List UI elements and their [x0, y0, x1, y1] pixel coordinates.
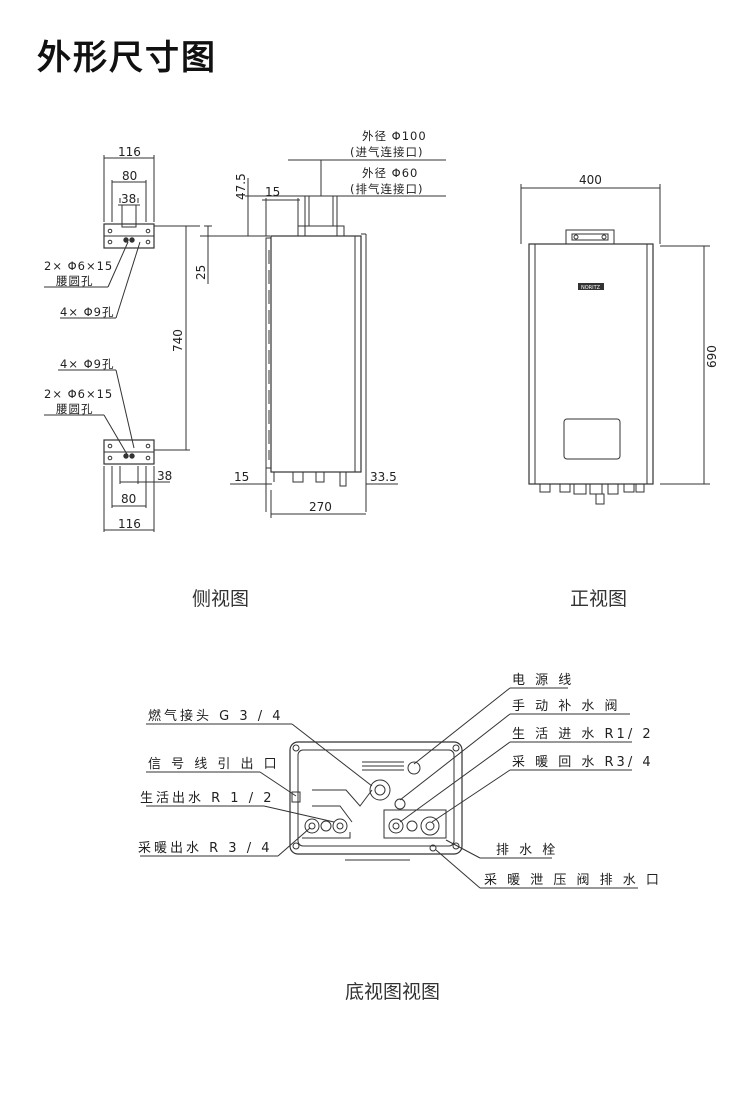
label-domestic-water-in: 生 活 进 水 R1/ 2	[512, 727, 654, 742]
top-bracket	[103, 155, 200, 249]
slot-label-bottom-1: 2× Φ6×15	[44, 387, 113, 401]
label-gas-connector: 燃气接头 G 3 / 4	[148, 708, 284, 724]
label-domestic-water-out: 生活出水 R 1 / 2	[140, 791, 274, 806]
front-view	[520, 184, 710, 505]
dim-15-top: 15	[265, 185, 280, 199]
label-relief-valve-drain: 采 暖 泄 压 阀 排 水 口	[484, 873, 662, 888]
hole-label-bottom: 4× Φ9孔	[60, 357, 114, 371]
dim-80-top: 80	[122, 169, 137, 183]
caption-front-view: 正视图	[570, 588, 628, 610]
dim-80-bottom: 80	[121, 492, 136, 506]
dim-740: 740	[171, 329, 185, 352]
dim-38-top: 38	[121, 192, 136, 206]
side-view	[44, 155, 446, 532]
flue-outer-100-note: (进气连接口)	[350, 145, 423, 159]
label-heating-water-out: 采暖出水 R 3 / 4	[138, 841, 272, 856]
dim-33-5: 33.5	[370, 470, 397, 484]
side-body	[265, 195, 367, 487]
label-heating-return: 采 暖 回 水 R3/ 4	[512, 755, 654, 770]
dim-25: 25	[194, 265, 208, 280]
brand-logo	[578, 283, 604, 290]
dim-38-bottom: 38	[157, 469, 172, 483]
flue-outer-60-note: (排气连接口)	[350, 182, 423, 196]
brand-logo-text: NORITZ	[581, 285, 601, 291]
dim-47-5: 47.5	[234, 173, 248, 200]
label-drain-plug: 排 水 栓	[496, 843, 558, 858]
label-power-cable: 电 源 线	[512, 673, 574, 688]
caption-bottom-view: 底视图视图	[345, 981, 441, 1003]
dim-116-bottom: 116	[118, 517, 141, 531]
bottom-bracket	[103, 439, 190, 532]
dim-116-top: 116	[118, 145, 141, 159]
slot-label-top-2: 腰圆孔	[56, 274, 94, 288]
flue-outer-60: 外径 Φ60	[362, 166, 418, 180]
caption-side-view: 侧视图	[192, 588, 250, 610]
label-signal-line-outlet: 信 号 线 引 出 口	[148, 757, 280, 772]
dim-690: 690	[705, 345, 719, 368]
slot-label-bottom-2: 腰圆孔	[56, 402, 94, 416]
page-title: 外形尺寸图	[37, 38, 217, 78]
hole-label-top: 4× Φ9孔	[60, 305, 114, 319]
slot-label-top-1: 2× Φ6×15	[44, 259, 113, 273]
bottom-view	[140, 687, 638, 889]
dim-270: 270	[309, 500, 332, 514]
label-manual-refill-valve: 手 动 补 水 阀	[512, 699, 621, 714]
dim-15-bottom: 15	[234, 470, 249, 484]
dim-400: 400	[579, 173, 602, 187]
flue-outer-100: 外径 Φ100	[362, 129, 427, 143]
